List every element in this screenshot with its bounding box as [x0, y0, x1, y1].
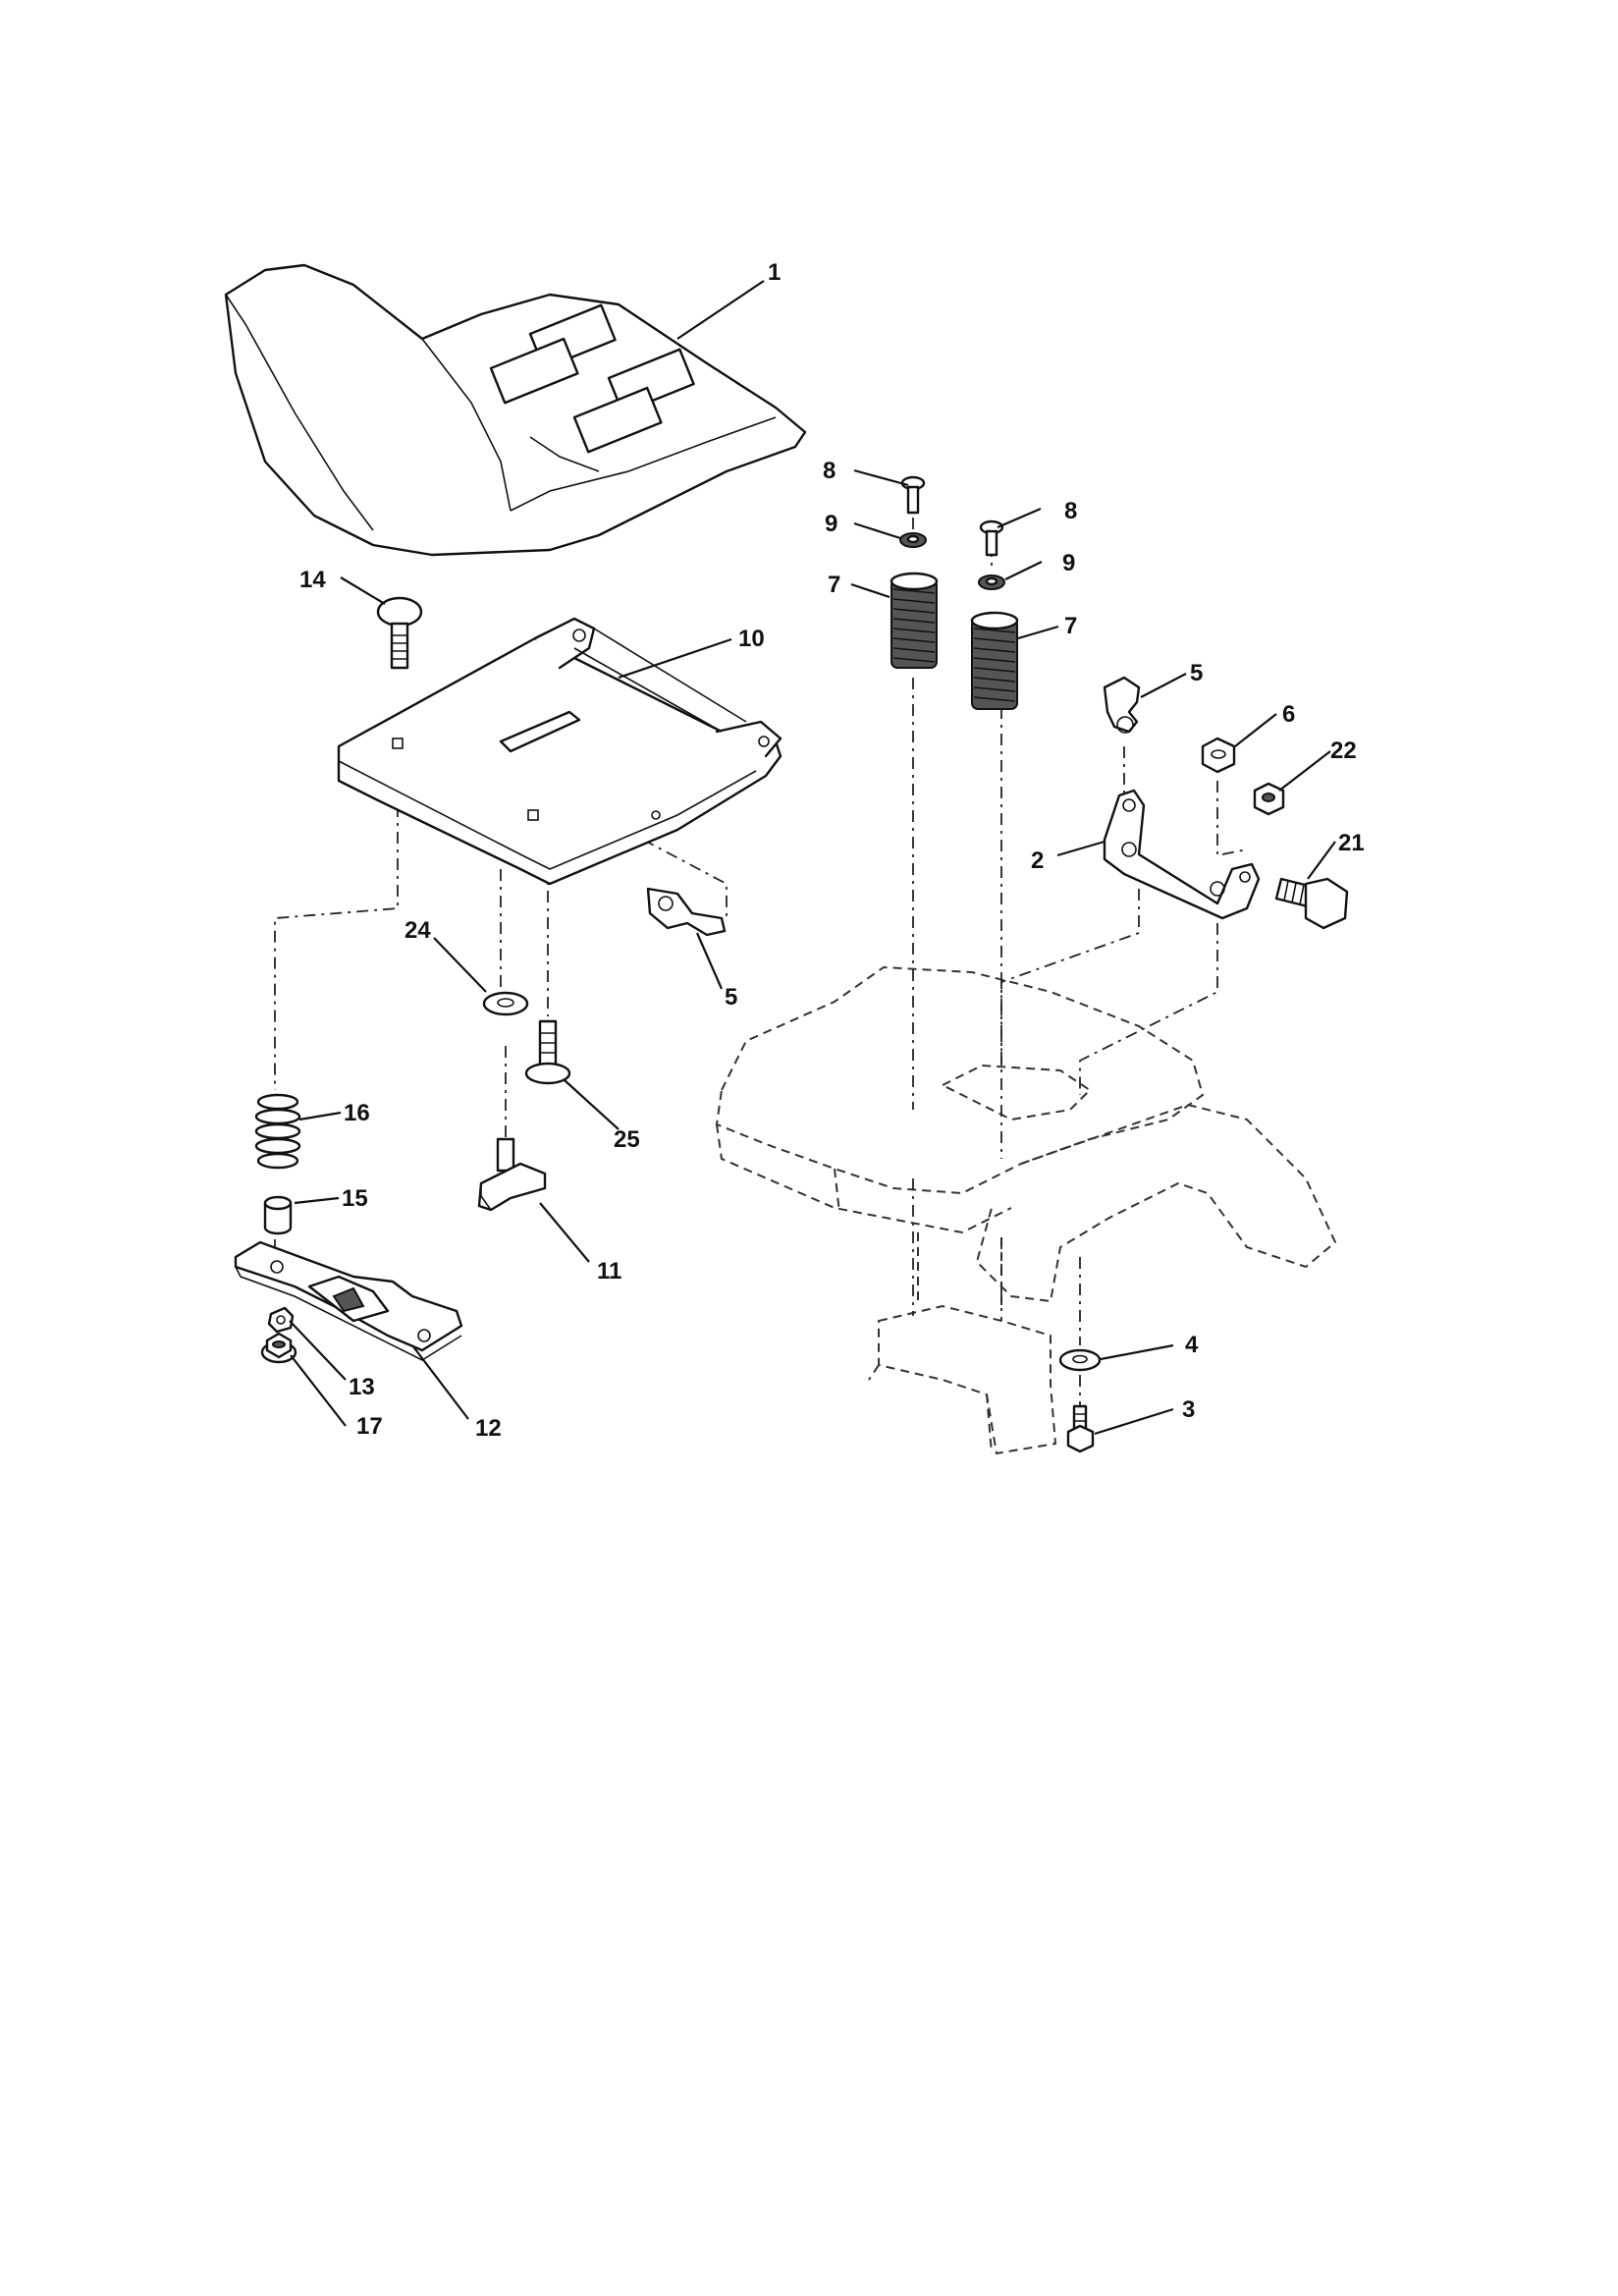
- callout-25: 25: [614, 1126, 640, 1153]
- small-nut: [267, 1306, 295, 1334]
- bolt-8-right: [979, 519, 1004, 557]
- washer-9-right: [978, 574, 1005, 590]
- washer-4: [1058, 1348, 1102, 1372]
- washer-24: [482, 991, 529, 1016]
- spacer: [263, 1195, 293, 1235]
- callout-9-right: 9: [1062, 550, 1075, 576]
- callout-17: 17: [356, 1413, 383, 1440]
- callout-8-right: 8: [1064, 498, 1077, 524]
- callout-13: 13: [349, 1374, 375, 1400]
- callout-1: 1: [768, 259, 781, 286]
- callout-11: 11: [597, 1258, 621, 1285]
- callout-8-left: 8: [823, 458, 836, 484]
- hex-bolt-3: [1066, 1404, 1095, 1453]
- callout-7-left: 7: [828, 572, 840, 598]
- seat-clip-right: [1103, 676, 1141, 734]
- seat-clip-left: [646, 887, 727, 937]
- seat: [224, 263, 807, 557]
- callout-15: 15: [342, 1185, 368, 1212]
- washer-9-left: [899, 532, 927, 548]
- nut-22: [1253, 782, 1285, 816]
- callout-12: 12: [475, 1415, 502, 1442]
- callout-6: 6: [1282, 701, 1295, 728]
- callout-labels: 1 14 10 5 24 25 16 15 11 13 17 12 8 9 7 …: [299, 259, 1365, 1442]
- frame-outline: [715, 965, 1337, 1455]
- callout-2: 2: [1031, 847, 1044, 874]
- shoulder-bolt-21: [1274, 877, 1349, 930]
- callout-7-right: 7: [1064, 613, 1077, 639]
- callout-24: 24: [404, 917, 431, 944]
- seat-plate: [337, 617, 782, 886]
- spring-7-right: [970, 611, 1019, 710]
- small-spring: [254, 1093, 301, 1170]
- callout-4: 4: [1185, 1332, 1199, 1358]
- shoulder-bolt: [524, 1019, 571, 1085]
- bolt-8-left: [900, 475, 926, 515]
- callout-5-left: 5: [725, 984, 737, 1011]
- callout-16: 16: [344, 1100, 370, 1126]
- callout-22: 22: [1330, 738, 1357, 764]
- spring-7-left: [890, 572, 939, 669]
- wing-knob: [477, 1137, 547, 1212]
- hex-nut-6: [1201, 737, 1236, 774]
- leader-lines: [289, 280, 1336, 1436]
- callout-14: 14: [299, 567, 326, 593]
- callout-3: 3: [1182, 1396, 1195, 1423]
- flange-nut: [260, 1332, 297, 1364]
- carriage-bolt: [376, 596, 423, 670]
- callout-10: 10: [738, 626, 765, 652]
- callout-21: 21: [1338, 830, 1365, 856]
- callout-9-left: 9: [825, 511, 837, 537]
- adjustment-bracket: [234, 1240, 463, 1361]
- callout-5-right: 5: [1190, 660, 1203, 686]
- pivot-bracket: [1103, 789, 1261, 920]
